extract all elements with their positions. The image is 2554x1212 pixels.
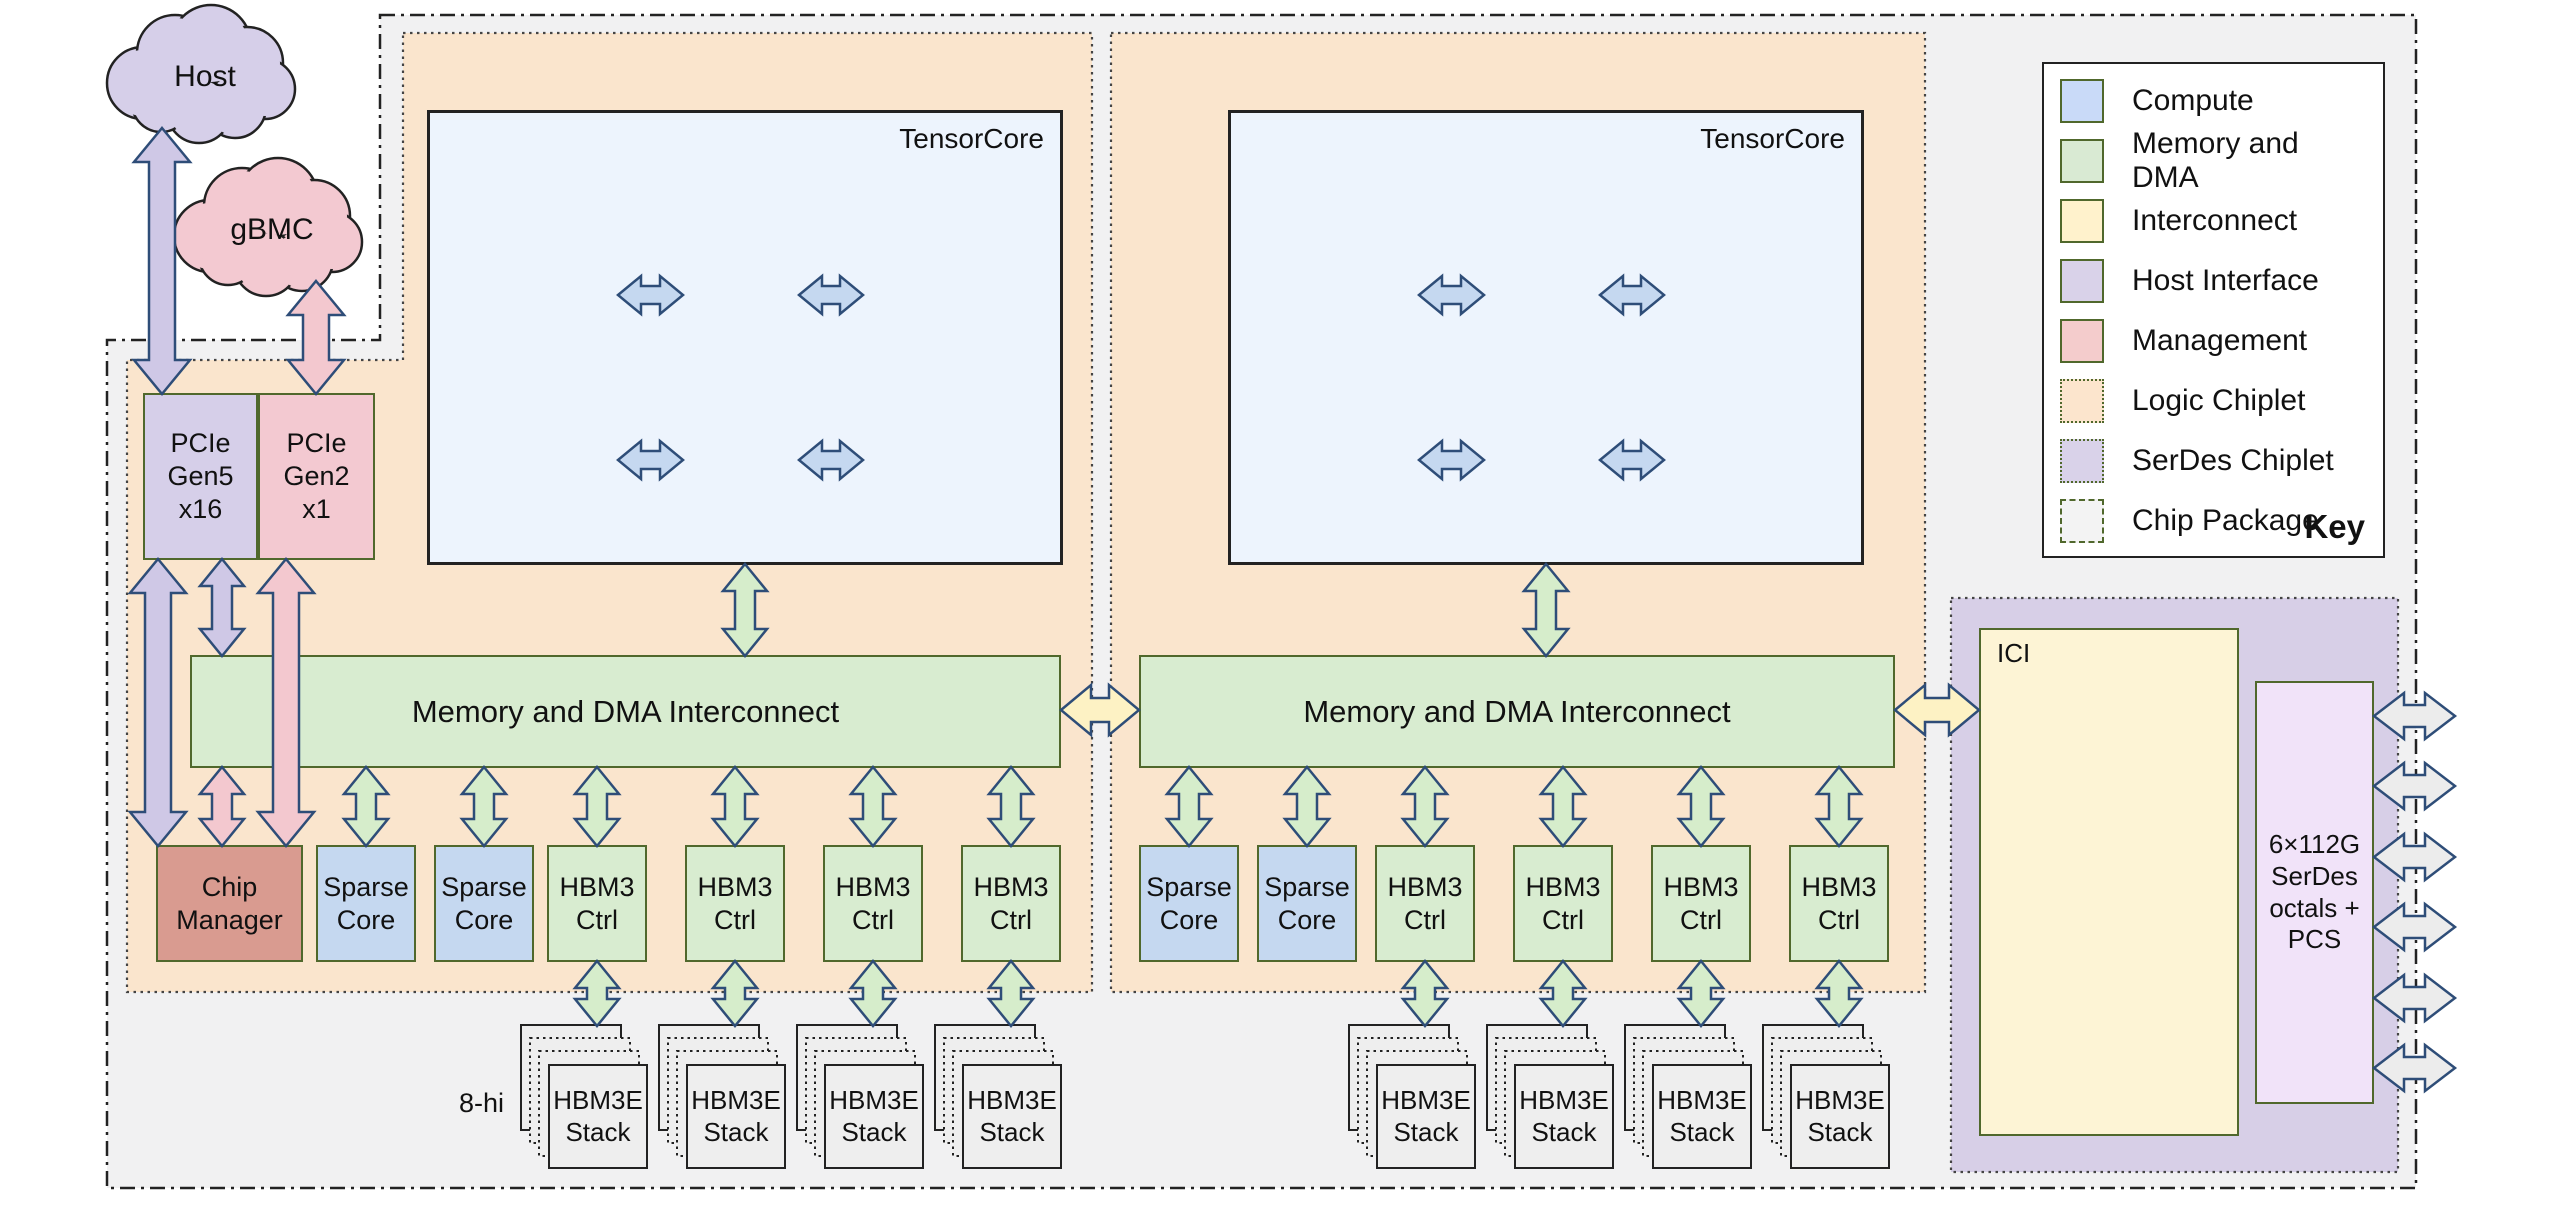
hbm3-ctrl-box: HBM3 Ctrl bbox=[1375, 845, 1475, 962]
hbm3e-stack-box: HBM3E Stack bbox=[824, 1064, 924, 1169]
hbm3e-stack-box: HBM3E Stack bbox=[548, 1064, 648, 1169]
legend-item-serdes-chiplet: SerDes Chiplet bbox=[2060, 437, 2367, 485]
hbm3-ctrl-box: HBM3 Ctrl bbox=[1789, 845, 1889, 962]
management-swatch-icon bbox=[2060, 319, 2104, 363]
sparse-core-box: Sparse Core bbox=[1139, 845, 1239, 962]
legend-title: Key bbox=[2304, 508, 2365, 545]
tensorcore-2-label: TensorCore bbox=[1700, 123, 1845, 154]
legend-item-host-interface: Host Interface bbox=[2060, 257, 2367, 305]
legend-item-chip-package: Chip Package bbox=[2060, 497, 2367, 545]
memory-dma-interconnect-2: Memory and DMA Interconnect bbox=[1139, 655, 1895, 768]
legend-item-management: Management bbox=[2060, 317, 2367, 365]
host-interface-swatch-icon bbox=[2060, 259, 2104, 303]
serdes-chiplet-swatch-icon bbox=[2060, 439, 2104, 483]
ici-block: ICI bbox=[1979, 628, 2239, 1136]
sparse-core-box: Sparse Core bbox=[316, 845, 416, 962]
hbm3e-stack-box: HBM3E Stack bbox=[686, 1064, 786, 1169]
memory-dma-interconnect-1: Memory and DMA Interconnect bbox=[190, 655, 1061, 768]
host-cloud-label: Host bbox=[174, 60, 236, 93]
gbmc-cloud-label: gBMC bbox=[230, 213, 313, 246]
sparse-core-box: Sparse Core bbox=[434, 845, 534, 962]
tensorcore-2: TensorCore bbox=[1228, 110, 1864, 565]
chip-package-swatch-icon bbox=[2060, 499, 2104, 543]
chip-manager-box: Chip Manager bbox=[156, 845, 303, 962]
pcie-gen2-box: PCIe Gen2 x1 bbox=[258, 393, 375, 560]
hbm3e-stack-box: HBM3E Stack bbox=[1790, 1064, 1890, 1169]
serdes-octals-box: 6×112G SerDes octals + PCS bbox=[2255, 681, 2374, 1104]
interconnect-swatch-icon bbox=[2060, 199, 2104, 243]
ici-label: ICI bbox=[1997, 638, 2031, 668]
legend-item-logic-chiplet: Logic Chiplet bbox=[2060, 377, 2367, 425]
legend-item-compute: Compute bbox=[2060, 77, 2367, 125]
hbm3-ctrl-box: HBM3 Ctrl bbox=[823, 845, 923, 962]
pcie-gen5-box: PCIe Gen5 x16 bbox=[143, 393, 258, 560]
tensorcore-1-label: TensorCore bbox=[899, 123, 1044, 154]
legend-item-memory: Memory and DMA bbox=[2060, 127, 2367, 194]
hbm3e-stack-box: HBM3E Stack bbox=[962, 1064, 1062, 1169]
hbm3-ctrl-box: HBM3 Ctrl bbox=[961, 845, 1061, 962]
host-cloud bbox=[105, 3, 297, 145]
stack-height-note: 8-hi bbox=[458, 1088, 504, 1118]
logic-chiplet-swatch-icon bbox=[2060, 379, 2104, 423]
hbm3-ctrl-box: HBM3 Ctrl bbox=[685, 845, 785, 962]
tensorcore-1: TensorCore bbox=[427, 110, 1063, 565]
hbm3e-stack-box: HBM3E Stack bbox=[1652, 1064, 1752, 1169]
compute-swatch-icon bbox=[2060, 79, 2104, 123]
sparse-core-box: Sparse Core bbox=[1257, 845, 1357, 962]
legend: Compute Memory and DMA Interconnect Host… bbox=[2042, 62, 2385, 558]
memory-swatch-icon bbox=[2060, 139, 2104, 183]
legend-item-interconnect: Interconnect bbox=[2060, 197, 2367, 245]
hbm3e-stack-box: HBM3E Stack bbox=[1376, 1064, 1476, 1169]
hbm3-ctrl-box: HBM3 Ctrl bbox=[1651, 845, 1751, 962]
hbm3-ctrl-box: HBM3 Ctrl bbox=[1513, 845, 1613, 962]
hbm3-ctrl-box: HBM3 Ctrl bbox=[547, 845, 647, 962]
hbm3e-stack-box: HBM3E Stack bbox=[1514, 1064, 1614, 1169]
